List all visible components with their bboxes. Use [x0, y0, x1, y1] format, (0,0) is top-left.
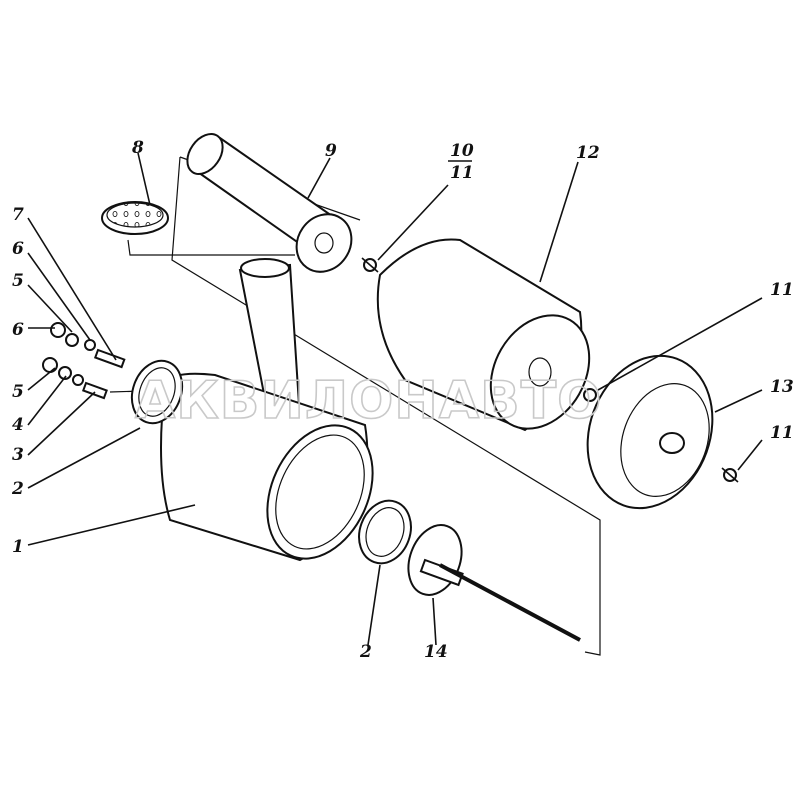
- callout-9: 9: [325, 141, 337, 161]
- callout-13: 13: [770, 377, 794, 397]
- leader-lines: [27, 152, 763, 646]
- part-11-wing-nut-mid: [583, 388, 597, 402]
- callout-8: 8: [131, 138, 144, 158]
- part-9-filter-cartridge: [186, 133, 353, 273]
- part-2-gasket-ring-left: [130, 359, 184, 425]
- callout-4: 4: [12, 415, 24, 435]
- callout-6-a: 6: [12, 239, 24, 259]
- callout-5-b: 5: [12, 382, 24, 402]
- callout-7: 7: [12, 205, 24, 225]
- part-8-mesh-disc: [101, 201, 169, 235]
- callout-11-fraction: 11: [450, 163, 474, 183]
- callout-2-a: 2: [11, 479, 24, 499]
- callout-11-b: 11: [770, 423, 794, 443]
- part-2-gasket-ring-bottom: [358, 499, 412, 565]
- watermark: АКВИЛОНАВТО: [135, 371, 602, 431]
- callout-14: 14: [424, 642, 448, 662]
- part-fasteners: [42, 322, 126, 400]
- callout-5-a: 5: [12, 271, 24, 291]
- part-1-housing: [160, 258, 374, 562]
- part-14-plate-with-rod: [407, 524, 581, 642]
- callout-11-a: 11: [770, 280, 794, 300]
- callout-10: 10: [450, 141, 474, 161]
- callout-labels: 8 9 10 11 12 11 13 11 7 6 5 6 5 4 3 2 1 …: [11, 138, 794, 662]
- part-11-wing-nut-right: [721, 467, 739, 483]
- callout-12: 12: [576, 143, 600, 163]
- callout-3: 3: [12, 445, 24, 465]
- part-13-cover: [586, 354, 714, 510]
- callout-6-b: 6: [12, 320, 24, 340]
- callout-2-b: 2: [359, 642, 372, 662]
- callout-1: 1: [12, 537, 24, 557]
- part-12-filter-element: [376, 238, 591, 432]
- part-10-wing-nut: [361, 257, 379, 273]
